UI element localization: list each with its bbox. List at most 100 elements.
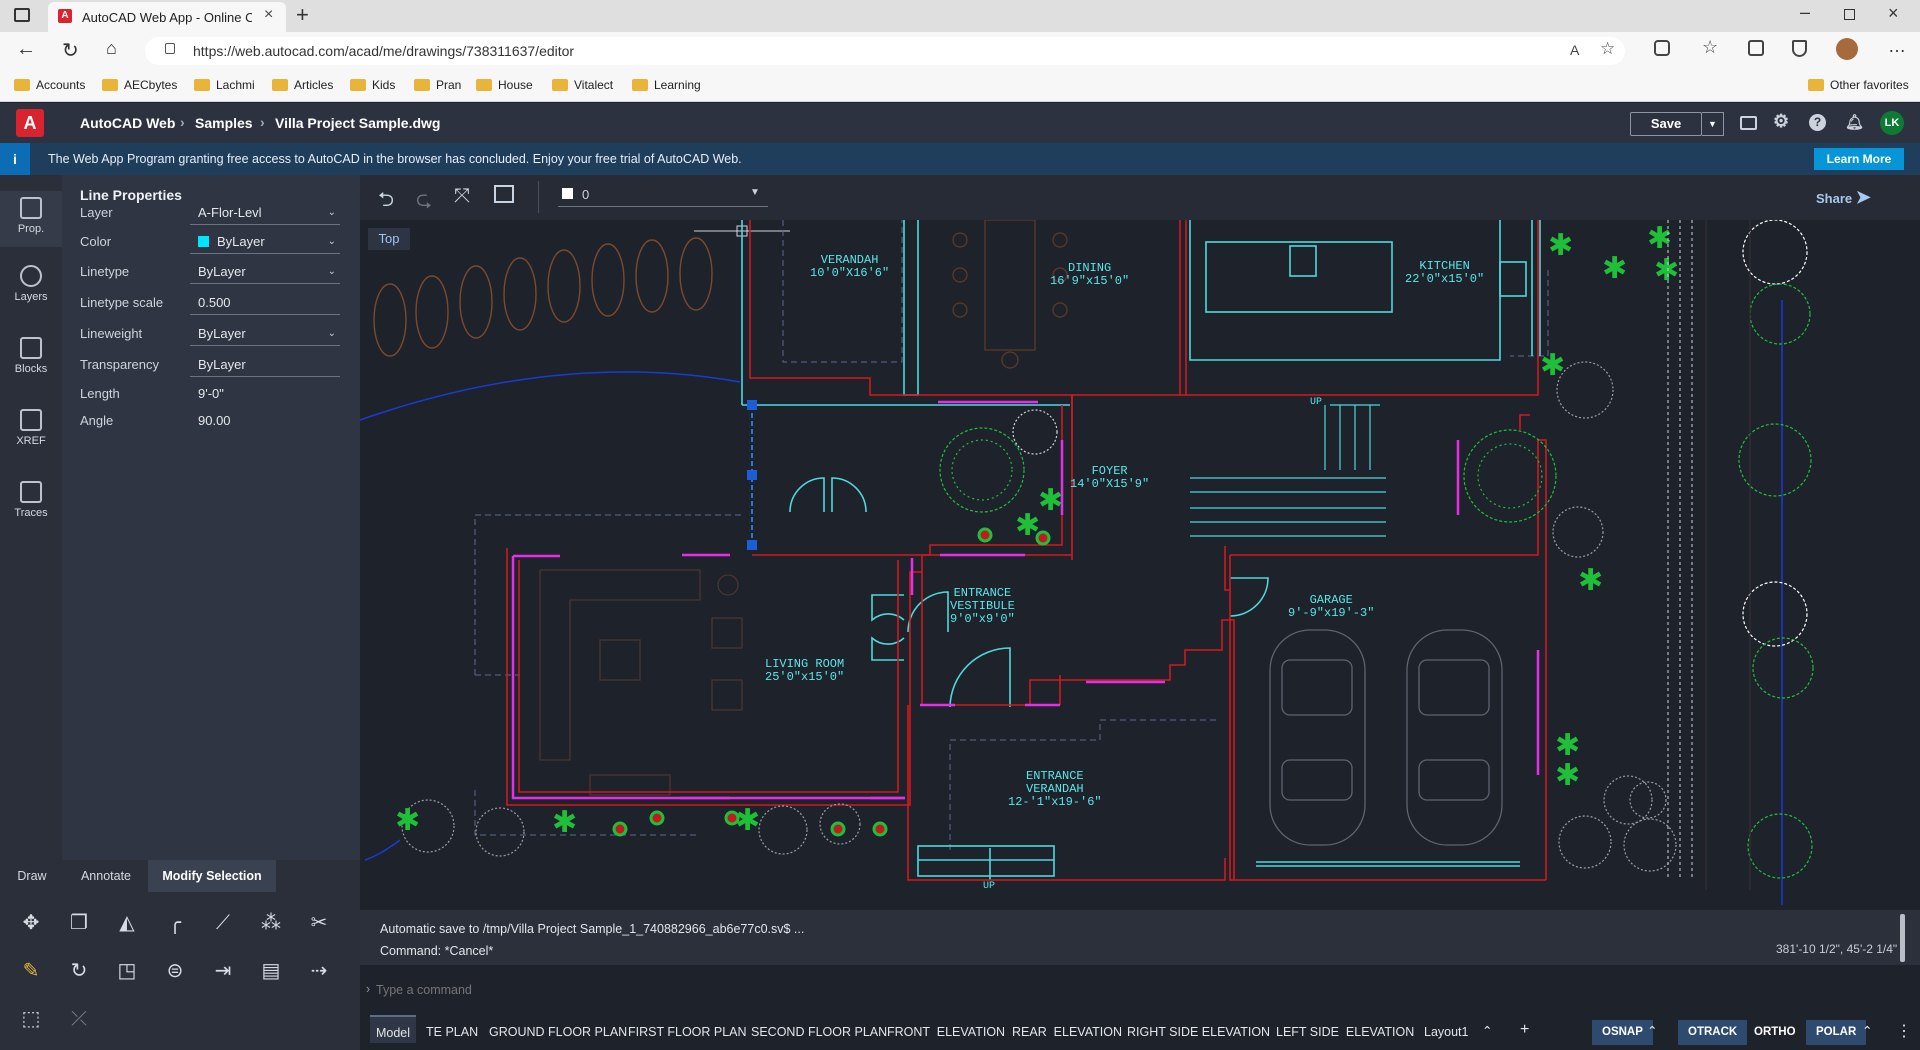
- chamfer-icon[interactable]: ⟋: [216, 912, 230, 934]
- chevron-up-icon[interactable]: ⌃: [1482, 1024, 1493, 1038]
- zoom-extents-icon[interactable]: ⤧: [454, 185, 470, 207]
- rail-traces[interactable]: Traces: [0, 481, 62, 519]
- join-icon[interactable]: ⇥: [214, 960, 232, 982]
- rail-xref[interactable]: XREF: [0, 409, 62, 447]
- command-input[interactable]: [376, 979, 976, 1001]
- undo-icon[interactable]: ⮌: [378, 189, 395, 211]
- scale-icon[interactable]: ◳: [117, 960, 137, 982]
- profile-avatar[interactable]: [1836, 38, 1858, 60]
- layout-tab-right-side-elevation[interactable]: RIGHT SIDE ELEVATION: [1127, 1025, 1271, 1039]
- view-label[interactable]: Top: [368, 228, 410, 250]
- layout-tab-second-floor-plan[interactable]: SECOND FLOOR PLAN: [751, 1025, 888, 1039]
- favorite-learning[interactable]: Learning: [632, 78, 701, 92]
- new-tab-icon[interactable]: +: [296, 2, 309, 27]
- print-icon[interactable]: [1740, 116, 1757, 130]
- array-icon[interactable]: ⁂: [261, 912, 281, 934]
- favorite-aecbytes[interactable]: AECbytes: [102, 78, 177, 92]
- scrollbar[interactable]: [1900, 914, 1905, 962]
- drawing-canvas[interactable]: ✱✱✱ ✱✱✱ ✱✱✱ ✱✱ ✱✱ Top VERANDAH 10'0"X16'…: [360, 220, 1920, 910]
- layout-tab-left-side-elevation[interactable]: LEFT SIDE ELEVATION: [1276, 1025, 1415, 1039]
- layout-tab-rear-elevation[interactable]: REAR ELEVATION: [1012, 1025, 1122, 1039]
- other-favorites[interactable]: Other favorites: [1808, 78, 1909, 92]
- property-value-field[interactable]: A-Flor-Levl⌄: [190, 199, 340, 225]
- favorite-articles[interactable]: Articles: [272, 78, 333, 92]
- layout-tab-model[interactable]: Model: [370, 1015, 416, 1043]
- home-icon[interactable]: ⌂: [106, 38, 117, 58]
- 3d-box-icon[interactable]: ⬚: [21, 1008, 41, 1030]
- rail-properties[interactable]: Prop.: [0, 191, 62, 247]
- close-window-icon[interactable]: ×: [1888, 3, 1899, 23]
- erase-icon[interactable]: ✎: [22, 960, 40, 982]
- copy-icon[interactable]: ❐: [70, 912, 88, 934]
- trim-icon[interactable]: ✂: [310, 912, 328, 934]
- favorite-pran[interactable]: Pran: [414, 78, 461, 92]
- refresh-icon[interactable]: ↻: [62, 40, 79, 62]
- browser-tab[interactable]: A AutoCAD Web App - Online CAD ×: [48, 2, 286, 32]
- move-icon[interactable]: ✥: [22, 912, 40, 934]
- property-value-field[interactable]: ByLayer: [190, 351, 340, 377]
- chevron-up-icon[interactable]: ⌃: [1647, 1024, 1658, 1038]
- layer-selector[interactable]: 0 ▼: [558, 181, 768, 207]
- rail-layers[interactable]: Layers: [0, 265, 62, 303]
- property-value-field[interactable]: ByLayer⌄: [190, 228, 340, 254]
- notification-icon[interactable]: 🔔︎: [1845, 114, 1865, 131]
- more-options-icon[interactable]: ⋮: [1896, 1023, 1912, 1040]
- extensions-icon[interactable]: [1654, 40, 1670, 56]
- save-button[interactable]: Save: [1630, 112, 1702, 136]
- autocad-logo[interactable]: A: [16, 109, 44, 137]
- otrack-button[interactable]: OTRACK: [1678, 1020, 1748, 1045]
- match-properties-icon[interactable]: ▤: [261, 960, 281, 982]
- close-tab-icon[interactable]: ×: [264, 6, 274, 23]
- fillet-icon[interactable]: ╭: [168, 912, 182, 934]
- explode-icon[interactable]: ⤫: [71, 1008, 87, 1030]
- breadcrumb-root[interactable]: AutoCAD Web: [80, 115, 176, 131]
- chevron-up-icon[interactable]: ⌃: [1862, 1024, 1873, 1038]
- offset-icon[interactable]: ⊜: [166, 960, 184, 982]
- user-avatar[interactable]: LK: [1880, 111, 1904, 135]
- learn-more-button[interactable]: Learn More: [1814, 148, 1904, 170]
- mirror-icon[interactable]: ◭: [119, 912, 135, 934]
- extend-icon[interactable]: ⇢: [310, 960, 328, 982]
- share-button[interactable]: Share ➤: [1816, 187, 1871, 208]
- back-icon[interactable]: ←: [16, 38, 36, 60]
- shield-icon[interactable]: [1792, 40, 1807, 57]
- add-favorite-icon[interactable]: ☆: [1600, 39, 1616, 58]
- layout-tab-site-plan[interactable]: TE PLAN: [426, 1025, 479, 1039]
- favorites-icon[interactable]: ☆: [1702, 37, 1719, 57]
- property-value-field[interactable]: 9'-0": [190, 380, 340, 406]
- polar-button[interactable]: POLAR: [1806, 1020, 1867, 1045]
- favorite-vitalect[interactable]: Vitalect: [552, 78, 613, 92]
- tab-actions-icon[interactable]: [14, 8, 30, 22]
- help-icon[interactable]: ?: [1809, 114, 1826, 131]
- favorite-accounts[interactable]: Accounts: [14, 78, 85, 92]
- layout-tab-ground-floor-plan[interactable]: GROUND FLOOR PLAN: [489, 1025, 628, 1039]
- tab-annotate[interactable]: Annotate: [64, 860, 148, 892]
- minimize-icon[interactable]: –: [1800, 2, 1811, 22]
- redo-icon[interactable]: ⮎: [416, 189, 433, 211]
- property-value-field[interactable]: ByLayer⌄: [190, 258, 340, 284]
- read-aloud-icon[interactable]: A: [1570, 42, 1580, 58]
- collections-icon[interactable]: [1748, 40, 1764, 56]
- url-field[interactable]: https://web.autocad.com/acad/me/drawings…: [145, 37, 1625, 65]
- breadcrumb-folder[interactable]: Samples: [195, 115, 253, 131]
- gear-icon[interactable]: ⚙: [1773, 111, 1790, 131]
- tab-draw[interactable]: Draw: [0, 860, 64, 892]
- favorite-kids[interactable]: Kids: [350, 78, 395, 92]
- favorite-house[interactable]: House: [476, 78, 533, 92]
- command-line[interactable]: ›: [360, 975, 1920, 1005]
- property-value-field[interactable]: 0.500: [190, 289, 340, 315]
- add-layout-icon[interactable]: +: [1520, 1021, 1530, 1038]
- favorite-lachmi[interactable]: Lachmi: [194, 78, 255, 92]
- zoom-window-icon[interactable]: [494, 185, 514, 203]
- property-value-field[interactable]: ByLayer⌄: [190, 320, 340, 346]
- property-value-field[interactable]: 90.00: [190, 407, 340, 433]
- layout-tab-first-floor-plan[interactable]: FIRST FLOOR PLAN: [628, 1025, 747, 1039]
- save-dropdown-button[interactable]: ▼: [1702, 112, 1724, 136]
- rail-blocks[interactable]: Blocks: [0, 337, 62, 375]
- layout-tab-layout1[interactable]: Layout1: [1424, 1025, 1469, 1039]
- tab-modify-selection[interactable]: Modify Selection: [148, 860, 276, 892]
- more-icon[interactable]: …: [1888, 36, 1906, 56]
- restore-icon[interactable]: [1844, 9, 1855, 20]
- layout-tab-front-elevation[interactable]: FRONT ELEVATION: [887, 1025, 1006, 1039]
- rotate-icon[interactable]: ↻: [70, 960, 88, 982]
